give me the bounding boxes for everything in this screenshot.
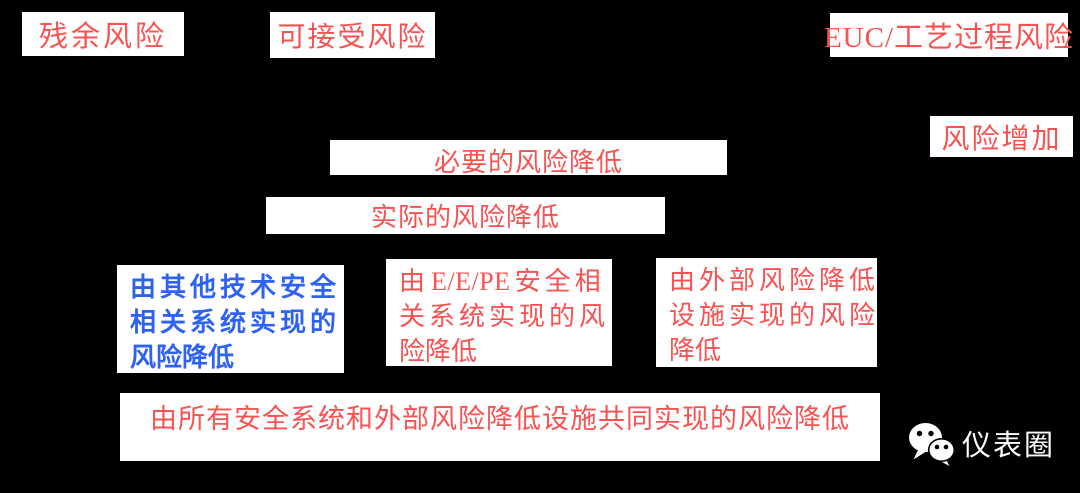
- wechat-icon: [908, 421, 955, 466]
- external-line-2: 设施实现的风险: [669, 301, 880, 330]
- eepe-latin-text: E/E/PE: [431, 267, 511, 296]
- euc-process-risk-box: EUC/工艺过程风险: [824, 13, 1073, 57]
- euc-process-risk-label: EUC/工艺过程风险: [823, 22, 1075, 54]
- all-safety-systems-label: 由所有安全系统和外部风险降低设施共同实现的风险降低: [150, 403, 850, 434]
- external-line-1: 由外部风险降低: [669, 266, 880, 295]
- residual-risk-label: 残余风险: [38, 21, 167, 53]
- acceptable-risk-box: 可接受风险: [270, 12, 435, 58]
- all-safety-systems-bar: 由所有安全系统和外部风险降低设施共同实现的风险降低: [120, 393, 880, 461]
- eepe-line-3: 险降低: [399, 337, 478, 366]
- acceptable-risk-label: 可接受风险: [277, 22, 428, 53]
- other-tech-line-3: 风险降低: [130, 343, 235, 372]
- necessary-risk-reduction-bar: 必要的风险降低: [330, 140, 727, 177]
- external-risk-reduction-box: 由外部风险降低 设施实现的风险 降低: [656, 258, 877, 367]
- residual-risk-box: 残余风险: [22, 12, 184, 56]
- other-tech-line-2: 相关系统实现的: [130, 308, 341, 337]
- other-tech-line-1: 由其他技术安全: [130, 273, 341, 302]
- risk-increase-label: 风险增加: [941, 123, 1062, 155]
- eepe-line-2: 关系统实现的风: [399, 302, 610, 331]
- necessary-risk-reduction-label: 必要的风险降低: [433, 147, 623, 177]
- watermark-label: 仪表圈: [962, 430, 1056, 462]
- actual-risk-reduction-bar: 实际的风险降低: [266, 197, 665, 234]
- watermark: 仪表圈: [908, 420, 1055, 466]
- external-line-3: 降低: [669, 336, 722, 365]
- risk-increase-box: 风险增加: [930, 116, 1073, 157]
- other-tech-safety-systems-box: 由其他技术安全 相关系统实现的 风险降低: [117, 265, 344, 373]
- actual-risk-reduction-label: 实际的风险降低: [370, 203, 560, 232]
